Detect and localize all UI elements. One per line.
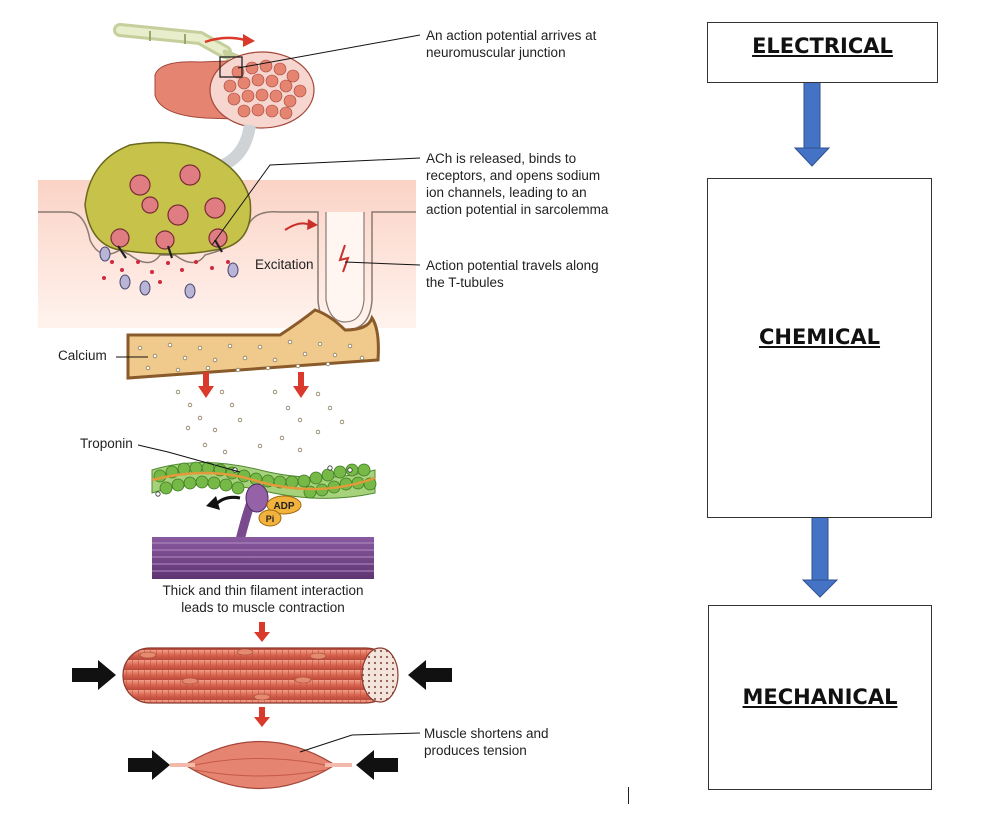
filament-interaction-caption: Thick and thin filament interaction lead… bbox=[162, 583, 364, 615]
muscle-bundle bbox=[154, 51, 315, 129]
stage-title-chemical: CHEMICAL bbox=[758, 325, 881, 349]
compress-arrow-right-2 bbox=[356, 750, 398, 780]
troponin-label: Troponin bbox=[80, 436, 133, 451]
stage-box-electrical: ELECTRICAL bbox=[707, 22, 938, 83]
callout-t-tubules: Action potential travels along the T-tub… bbox=[426, 258, 599, 290]
callout-muscle-shortens: Muscle shortens and produces tension bbox=[424, 726, 549, 758]
ion-channel-markers bbox=[117, 239, 223, 259]
callout-ach-released: ACh is released, binds to receptors, and… bbox=[426, 151, 609, 217]
excitation-arrowhead bbox=[307, 219, 318, 230]
calcium-release-arrows bbox=[198, 372, 309, 398]
stage-arrow-1 bbox=[793, 73, 831, 167]
stage-title-electrical: ELECTRICAL bbox=[752, 34, 893, 58]
calcium-ions-released bbox=[175, 389, 345, 455]
stage-box-chemical: CHEMICAL bbox=[707, 178, 932, 518]
stage-arrow-2 bbox=[801, 504, 839, 598]
calcium-store bbox=[126, 308, 380, 380]
pi-label: Pi bbox=[266, 514, 275, 524]
muscle-fiber bbox=[122, 647, 399, 704]
ach-receptors bbox=[99, 246, 239, 299]
red-arrow-down-1 bbox=[254, 622, 270, 642]
contracted-muscle bbox=[170, 741, 352, 789]
stage-title-mechanical: MECHANICAL bbox=[742, 685, 898, 709]
axon-terminal bbox=[84, 141, 252, 255]
compress-arrow-left-2 bbox=[128, 750, 170, 780]
excitation-label: Excitation bbox=[255, 257, 314, 272]
stage-box-mechanical: MECHANICAL bbox=[708, 605, 932, 790]
nerve-fiber bbox=[113, 23, 255, 69]
adp-molecule bbox=[266, 495, 302, 515]
red-arrow-down-2 bbox=[254, 707, 270, 727]
thin-filament bbox=[151, 461, 377, 499]
power-stroke-arrow bbox=[213, 495, 241, 507]
thick-filament bbox=[152, 537, 374, 579]
pi-molecule bbox=[258, 509, 282, 527]
myosin-head bbox=[235, 483, 269, 545]
compress-arrow-left-1 bbox=[72, 660, 116, 690]
calcium-label: Calcium bbox=[58, 348, 107, 363]
ach-particles bbox=[102, 260, 230, 284]
calcium-ions-stored bbox=[137, 339, 365, 373]
callout-action-potential-arrives: An action potential arrives at neuromusc… bbox=[426, 28, 597, 60]
power-stroke-arrowhead bbox=[206, 496, 220, 510]
leader-lines bbox=[116, 34, 421, 753]
adp-label: ADP bbox=[273, 501, 294, 512]
compress-arrow-right-1 bbox=[408, 660, 452, 690]
text-cursor bbox=[628, 787, 629, 804]
